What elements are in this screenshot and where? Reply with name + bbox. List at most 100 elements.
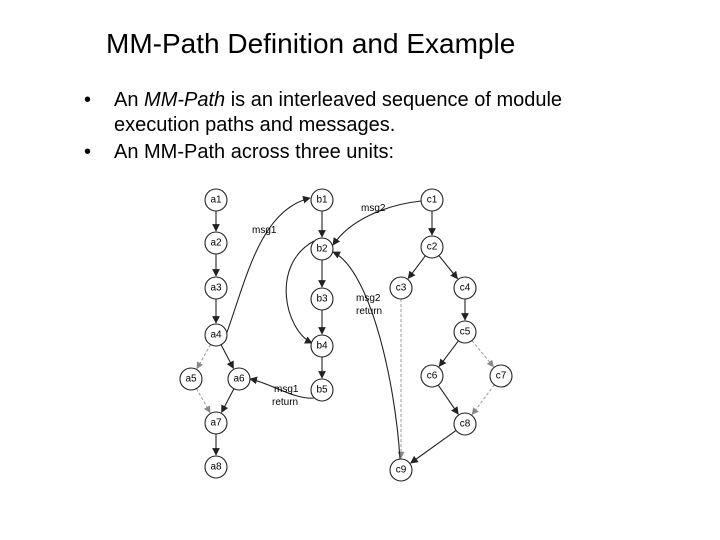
node-label: a4 xyxy=(210,330,222,341)
node-c4: c4 xyxy=(453,276,477,300)
b2-b4-loop-edge xyxy=(285,240,315,344)
node-label: c8 xyxy=(460,419,471,430)
node-circle xyxy=(204,455,228,479)
msg2-edge xyxy=(332,200,422,246)
node-b1: b1 xyxy=(310,188,334,212)
msg1-return-label-line2: return xyxy=(272,397,298,408)
node-label: c6 xyxy=(427,371,438,382)
edge-c8-c9 xyxy=(410,429,457,464)
bullet-list: • An MM-Path is an interleaved sequence … xyxy=(84,88,562,165)
node-c1: c1 xyxy=(420,188,444,212)
node-a5: a5 xyxy=(179,367,203,391)
node-a8: a8 xyxy=(204,455,228,479)
edge-c2-c4 xyxy=(438,255,458,280)
node-circle xyxy=(420,364,444,388)
node-circle xyxy=(310,287,334,311)
node-circle xyxy=(204,411,228,435)
node-label: a6 xyxy=(233,374,245,385)
node-circle xyxy=(489,364,513,388)
edge-layer xyxy=(195,195,495,464)
node-circle xyxy=(310,188,334,212)
node-label: b1 xyxy=(316,195,328,206)
node-label: a2 xyxy=(210,238,222,249)
node-a6: a6 xyxy=(227,367,251,391)
node-circle xyxy=(389,458,413,482)
node-label: a7 xyxy=(210,418,222,429)
edge-a5-a7 xyxy=(195,388,211,414)
node-c3: c3 xyxy=(389,276,413,300)
msg1-label: msg1 xyxy=(252,225,277,236)
edge-c5-c6 xyxy=(438,340,459,368)
node-c7: c7 xyxy=(489,364,513,388)
node-b4: b4 xyxy=(310,334,334,358)
node-circle xyxy=(310,378,334,402)
node-circle xyxy=(453,276,477,300)
edge-c5-c7 xyxy=(471,340,494,368)
node-c2: c2 xyxy=(420,235,444,259)
bullet-text-pre: An xyxy=(114,89,145,111)
node-circle xyxy=(389,276,413,300)
node-label: a5 xyxy=(185,374,197,385)
node-circle xyxy=(227,367,251,391)
msg2-return-edge xyxy=(332,251,401,460)
node-c9: c9 xyxy=(389,458,413,482)
node-a2: a2 xyxy=(204,231,228,255)
node-layer: a1 a2 a3 a4 a5 a6 a7 a8 b1 b2 b3 b4 b5 c1 c2 c3 c4 c5 c6 c7… xyxy=(179,188,513,482)
node-label: c2 xyxy=(427,242,438,253)
node-label: b4 xyxy=(316,341,328,352)
bullet-text-post: is an interleaved sequence of module xyxy=(225,89,563,111)
node-label: c7 xyxy=(496,371,507,382)
node-a1: a1 xyxy=(204,188,228,212)
bullet-item: • An MM-Path across three units: xyxy=(84,140,562,165)
node-circle xyxy=(204,188,228,212)
node-b3: b3 xyxy=(310,287,334,311)
edge-c2-c3 xyxy=(407,255,426,280)
node-label: c3 xyxy=(396,283,407,294)
node-a4: a4 xyxy=(204,323,228,347)
node-label: a1 xyxy=(210,195,222,206)
node-label: c1 xyxy=(427,195,438,206)
edge-c7-c8 xyxy=(471,384,495,415)
node-label: b3 xyxy=(316,294,328,305)
bullet-item: • An MM-Path is an interleaved sequence … xyxy=(84,88,562,138)
edge-c6-c8 xyxy=(437,384,459,415)
node-label: a3 xyxy=(210,283,222,294)
node-label: c5 xyxy=(460,327,471,338)
node-label: c4 xyxy=(460,283,471,294)
edge-a4-a5 xyxy=(196,344,212,370)
msg2-return-label-line1: msg2 xyxy=(356,293,381,304)
node-label: b5 xyxy=(316,385,328,396)
node-b5: b5 xyxy=(310,378,334,402)
node-circle xyxy=(310,237,334,261)
node-label: a8 xyxy=(210,462,222,473)
bullet-marker: • xyxy=(84,89,92,111)
msg2-return-label-line2: return xyxy=(356,306,382,317)
node-circle xyxy=(204,323,228,347)
bullet-text-line2: execution paths and messages. xyxy=(114,114,396,136)
node-circle xyxy=(204,231,228,255)
node-circle xyxy=(453,412,477,436)
slide-title: MM-Path Definition and Example xyxy=(106,28,516,59)
node-b2: b2 xyxy=(310,237,334,261)
edge-a4-a6 xyxy=(220,344,234,370)
node-circle xyxy=(420,188,444,212)
msg1-edge xyxy=(225,195,311,336)
node-a3: a3 xyxy=(204,276,228,300)
msg1-return-label-line1: msg1 xyxy=(274,384,299,395)
msg1-return-edge xyxy=(249,376,315,399)
bullet-marker: • xyxy=(84,141,92,163)
message-label-layer: msg1 msg2 msg2 return msg1 return xyxy=(252,203,386,408)
msg2-label: msg2 xyxy=(361,203,386,214)
node-circle xyxy=(420,235,444,259)
node-label: c9 xyxy=(396,465,407,476)
node-c6: c6 xyxy=(420,364,444,388)
node-circle xyxy=(179,367,203,391)
node-circle xyxy=(204,276,228,300)
edge-a6-a7 xyxy=(221,388,235,414)
node-circle xyxy=(310,334,334,358)
node-circle xyxy=(453,320,477,344)
node-label: b2 xyxy=(316,244,328,255)
node-a7: a7 xyxy=(204,411,228,435)
bullet-text-emphasis: MM-Path xyxy=(144,89,226,111)
